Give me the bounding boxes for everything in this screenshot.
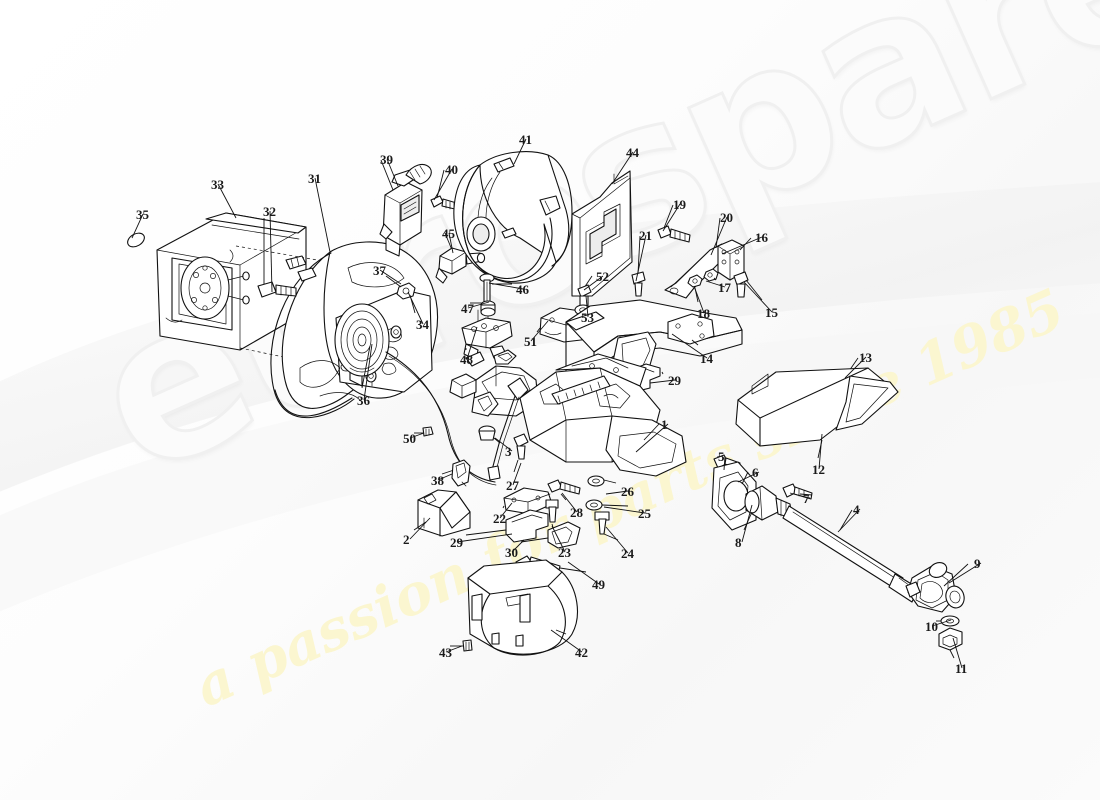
callout-10: 10 xyxy=(925,619,938,634)
part-15-bolt xyxy=(733,271,763,301)
part-2-lower-bracket xyxy=(413,489,471,537)
part-26-washer xyxy=(587,475,617,487)
callout-39: 39 xyxy=(380,152,393,167)
callout-2: 2 xyxy=(403,532,410,547)
callout-18: 18 xyxy=(697,306,710,321)
callout-37: 37 xyxy=(373,263,386,278)
callout-42: 42 xyxy=(575,645,588,660)
part-12-side-cover xyxy=(735,367,899,459)
callout-1: 1 xyxy=(661,417,668,432)
part-42-lower-shroud xyxy=(467,559,578,656)
callout-30: 30 xyxy=(505,545,518,560)
callout-40: 40 xyxy=(445,162,458,177)
callout-45: 45 xyxy=(442,226,455,241)
callout-6: 6 xyxy=(752,465,759,480)
part-11-nut xyxy=(938,627,963,659)
callout-46: 46 xyxy=(516,282,529,297)
callout-49: 49 xyxy=(592,577,605,592)
part-39-stalk-switch xyxy=(379,159,432,257)
callout-23: 23 xyxy=(558,545,571,560)
callout-5: 5 xyxy=(718,449,725,464)
callout-26: 26 xyxy=(621,484,634,499)
part-50-bolt xyxy=(414,426,434,437)
callout-52: 52 xyxy=(596,269,609,284)
callout-15: 15 xyxy=(765,305,778,320)
callout-50: 50 xyxy=(403,431,416,446)
callout-20: 20 xyxy=(720,210,733,225)
callout-48: 48 xyxy=(460,352,473,367)
part-28-bolt xyxy=(547,479,581,501)
callout-36: 36 xyxy=(357,393,370,408)
callout-21: 21 xyxy=(639,228,652,243)
callout-14: 14 xyxy=(700,351,713,366)
callout-7: 7 xyxy=(803,491,810,506)
callout-35: 35 xyxy=(136,207,149,222)
callout-12: 12 xyxy=(812,462,825,477)
callout-13: 13 xyxy=(859,350,872,365)
callout-29: 29 xyxy=(668,373,681,388)
part-4-intermediate-shaft xyxy=(782,505,919,603)
part-25-washer xyxy=(585,499,629,511)
callout-16: 16 xyxy=(755,230,768,245)
part-35-oval-seal xyxy=(127,232,145,248)
callout-38: 38 xyxy=(431,473,444,488)
part-29-clip-lower xyxy=(465,509,549,543)
callout-17: 17 xyxy=(718,280,731,295)
callout-27: 27 xyxy=(506,478,519,493)
callout-3: 3 xyxy=(505,444,512,459)
part-27-screw xyxy=(513,433,529,473)
part-24-bolt xyxy=(594,511,619,541)
callout-34: 34 xyxy=(416,317,429,332)
part-9-universal-joint xyxy=(905,562,969,613)
callout-4: 4 xyxy=(853,502,860,517)
callout-28: 28 xyxy=(570,505,583,520)
part-21-bolt xyxy=(631,235,646,297)
callout-51: 51 xyxy=(524,334,537,349)
callout-33: 33 xyxy=(211,177,224,192)
callout-8: 8 xyxy=(735,535,742,550)
part-38-clip xyxy=(441,459,471,487)
callout-19: 19 xyxy=(673,197,686,212)
part-10-washer xyxy=(936,615,960,627)
callout-9: 9 xyxy=(974,556,981,571)
callout-41: 41 xyxy=(519,132,532,147)
part-43-screw xyxy=(450,639,473,652)
part-33-airbag-module xyxy=(156,212,307,351)
callout-22: 22 xyxy=(493,511,506,526)
callout-11: 11 xyxy=(955,661,968,676)
callout-53: 53 xyxy=(581,310,594,325)
callout-24: 24 xyxy=(621,546,634,561)
callout-31: 31 xyxy=(308,171,321,186)
callout-44: 44 xyxy=(626,145,639,160)
callout-29: 29 xyxy=(450,535,463,550)
callout-32: 32 xyxy=(263,204,276,219)
callout-47: 47 xyxy=(461,301,474,316)
callout-25: 25 xyxy=(638,506,651,521)
part-3-grommet xyxy=(478,425,501,444)
callout-43: 43 xyxy=(439,645,452,660)
